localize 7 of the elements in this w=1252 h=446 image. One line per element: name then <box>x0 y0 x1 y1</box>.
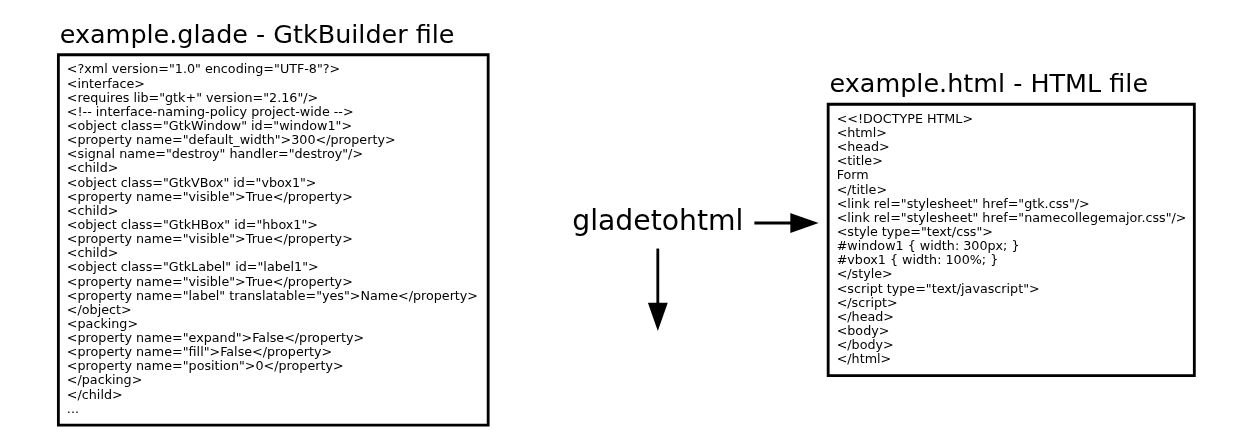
node-label: example.html - HTML file <box>829 68 1149 99</box>
node-label: example.glade - GtkBuilder file <box>59 18 455 49</box>
arrow <box>754 213 819 233</box>
node-box: <<!DOCTYPE HTML> <html> <head> <title> Form </title> <link rel="stylesheet" href="gtk.css"/> <link rel="stylesheet" href="namecollegemajor.css"/> <style type="text/css"> #window1 { width: 300px; } #vbox1 { width: 100%; } </style> <script type="text/javascript"> </script> </head> <body> </body> </html> <box>826 102 1196 378</box>
node-box: <?xml version="1.0" encoding="UTF-8"?> <interface> <requires lib="gtk+" version="2.16"/> <!-- interface-naming-policy project-wide --> <object class="GtkWindow" id="window1"> <property name="default_width">300</property> <signal name="destroy" handler="destroy"/> <child> <object class="GtkVBox" id="vbox1"> <property name="visible">True</property> <child> <object class="GtkHBox" id="hbox1"> <property name="visible">True</property> <child> <object class="GtkLabel" id="label1"> <property name="visible">True</property> <property name="label" translatable="yes">Name</property> </object> <packing> <property name="expand">False</property> <property name="fill">False</property> <property name="position">0</property> </packing> </child> ... <box>56 53 490 427</box>
arrow <box>647 248 668 332</box>
node-text: gladetohtml <box>572 204 744 238</box>
